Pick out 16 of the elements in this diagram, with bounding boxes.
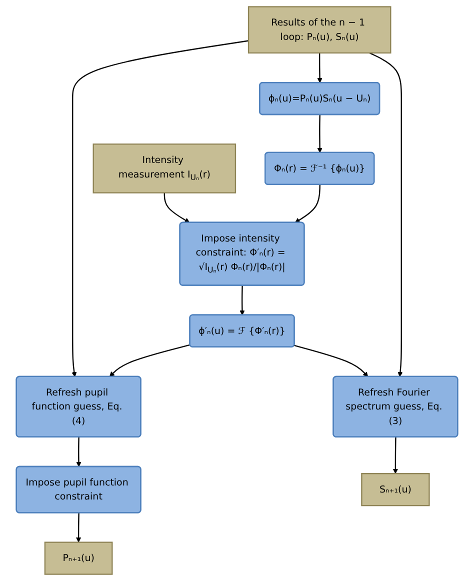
arrow xyxy=(109,344,190,377)
arrow xyxy=(72,40,249,377)
node-box: Results of the n − 1 loop: Pₙ(u), Sₙ(u) xyxy=(248,6,392,54)
node-box: Sₙ₊₁(u) xyxy=(361,473,430,506)
arrow xyxy=(76,512,82,543)
node-box: Pₙ₊₁(u) xyxy=(44,542,113,575)
node-box: Intensity measurement I$_{Uₙ}$(r) xyxy=(92,144,236,194)
arrow xyxy=(392,437,398,474)
arrow xyxy=(317,114,322,153)
arrow xyxy=(317,52,322,84)
arrow xyxy=(76,437,82,468)
arrow xyxy=(294,184,320,223)
arrow xyxy=(294,344,368,377)
arrow xyxy=(369,52,403,377)
arrow xyxy=(240,286,245,316)
arrow xyxy=(164,192,190,223)
